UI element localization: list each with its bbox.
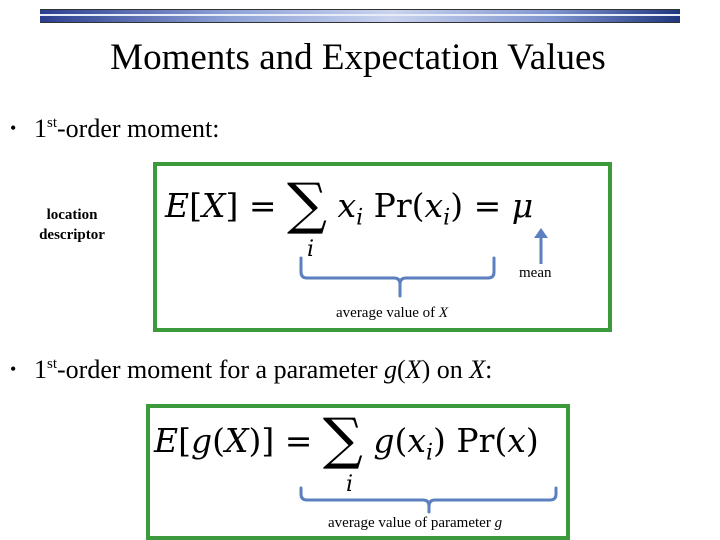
bullet-text: -order moment: [57,114,220,143]
bullet-var2: X [469,355,486,384]
bullet-dot: • [10,118,17,138]
average-param-prefix: average value of parameter [328,515,495,531]
sum-index: i [346,472,354,497]
eq-g-x-subscript: i [425,440,434,466]
eq-x-subscript: i [356,205,364,231]
eq-pr: Pr [456,421,495,460]
eq-g-x: x [407,421,426,460]
eq-pr-x: x [507,421,526,460]
mean-arrow-icon [534,228,548,264]
eq-x: x [337,186,357,225]
eq-E: E [154,421,179,460]
eq-bracket-open: [ [189,186,202,225]
eq-pr-close: ) [450,186,464,225]
eq-pr-x: x [424,186,444,225]
bullet-text-on: on [430,355,470,384]
eq-X: X [224,421,249,460]
eq-g-open: ( [394,421,408,460]
eq-equals: = [248,186,277,225]
bullet-param: g [384,355,398,384]
bullet-order: 1 [34,355,47,384]
eq-pr: Pr [373,186,412,225]
eq-pr-open: ( [411,186,425,225]
eq-pr-open: ( [494,421,508,460]
eq-mu: μ [511,186,534,225]
eq-bracket-close: ] [261,421,275,460]
bullet-parameter-moment: •1st-order moment for a parameter g(X) o… [10,353,492,386]
average-param-var: g [494,515,503,531]
eq-equals-2: = [473,186,502,225]
bullet-first-order-moment: • 1st-order moment: [10,112,219,145]
top-decorative-bar-highlight [40,14,680,16]
equation-expectation: E[X] = ∑ xi Pr(xi) = μ [165,172,534,239]
equation-box-expectation [153,162,612,332]
bullet-superscript: st [47,356,58,372]
eq-g-func: g [373,421,395,460]
sum-sigma-icon: ∑ [287,172,327,237]
eq-paren-close: ) [248,421,262,460]
eq-g: g [190,421,213,460]
sum-sigma-icon: ∑ [322,407,363,472]
average-value-label: average value of X [336,304,448,322]
bullet-order: 1 [34,114,47,143]
eq-g-close: ) [433,421,446,460]
bullet-var: X [405,355,422,384]
underbrace-2-icon [299,486,558,514]
slide-title: Moments and Expectation Values [110,37,606,78]
eq-pr-x-subscript: i [443,205,451,231]
average-value-prefix: average value of [336,305,439,321]
average-value-var: X [438,305,449,321]
eq-E: E [165,186,190,225]
top-decorative-bar [40,9,680,23]
bullet-colon: : [485,355,493,384]
eq-equals: = [284,421,313,460]
underbrace-1-icon [299,256,496,298]
average-parameter-label: average value of parameter g [328,514,502,532]
location-descriptor-label: location descriptor [39,207,105,243]
bullet-paren-open: ( [397,355,406,384]
bullet-text: -order moment for a parameter [57,355,385,384]
mean-label: mean [519,265,552,281]
bullet-paren-close: ) [421,355,431,384]
sum-index: i [307,237,315,262]
eq-X: X [201,186,226,225]
equation-parameter-expectation: E[g(X)] = ∑ g(xi) Pr(x) [154,407,539,474]
bullet-superscript: st [47,115,58,131]
equation-box-parameter-expectation [146,404,570,540]
eq-paren-open: ( [212,421,225,460]
bullet-dot: • [10,359,17,379]
eq-bracket-open: [ [178,421,191,460]
eq-bracket-close: ] [225,186,239,225]
eq-pr-close: ) [525,421,539,460]
